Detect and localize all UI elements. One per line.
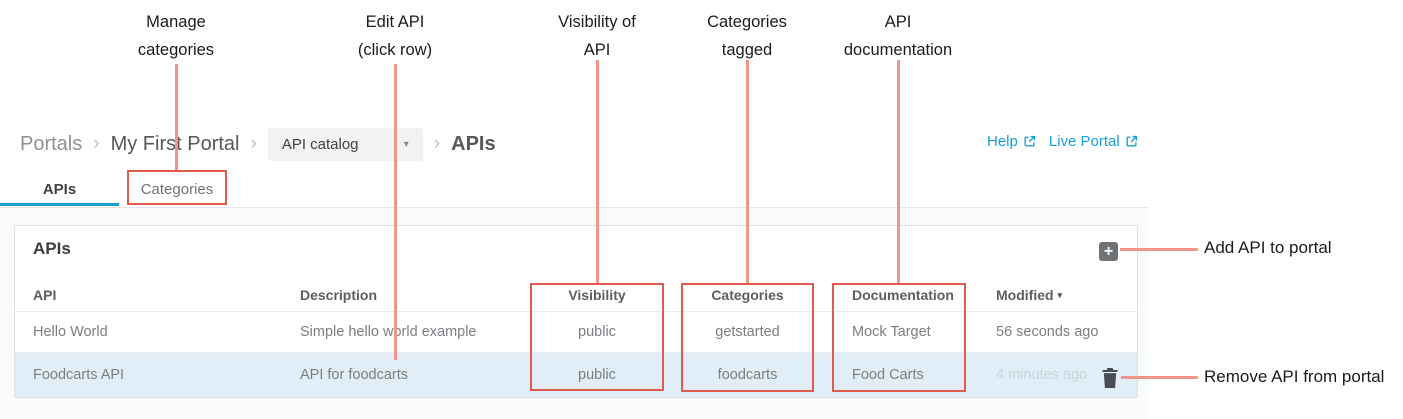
- column-header-categories[interactable]: Categories: [711, 286, 784, 303]
- catalog-dropdown-value: API catalog: [281, 135, 359, 153]
- callout-line-visibility: [596, 60, 599, 283]
- header-links: Help Live Portal: [987, 133, 1138, 150]
- trash-icon[interactable]: [1100, 366, 1120, 390]
- cell-visibility: public: [578, 324, 616, 340]
- callout-line-add-api: [1120, 248, 1198, 251]
- callout-label-categories-tagged: Categories tagged: [642, 8, 852, 64]
- callout-box-categories-column: [681, 283, 814, 392]
- external-link-icon: [1024, 135, 1035, 147]
- callout-text: tagged: [721, 41, 773, 59]
- help-link[interactable]: Help: [987, 133, 1036, 150]
- catalog-dropdown[interactable]: API catalog ▾: [267, 127, 423, 161]
- table-header-row: API Description Visibility Categories Do…: [15, 278, 1137, 312]
- cell-description: API for foodcarts: [300, 367, 408, 383]
- callout-box-documentation-column: [832, 283, 966, 392]
- cell-api: Hello World: [33, 324, 108, 340]
- callout-text: API: [583, 41, 611, 59]
- callout-line-documentation: [897, 60, 900, 283]
- breadcrumb-portals[interactable]: Portals: [20, 132, 83, 155]
- chevron-right-icon: ›: [433, 133, 441, 154]
- cell-visibility: public: [578, 367, 616, 383]
- column-header-modified[interactable]: Modified▾: [980, 287, 1137, 303]
- chevron-down-icon: ▾: [403, 138, 409, 150]
- plus-icon: +: [1103, 242, 1114, 260]
- callout-label-edit-api: Edit API (click row): [290, 8, 500, 64]
- callout-text: documentation: [843, 41, 953, 59]
- chevron-right-icon: ›: [93, 133, 100, 154]
- callout-text: API: [884, 13, 912, 31]
- chevron-right-icon: ›: [250, 133, 257, 154]
- column-header-description[interactable]: Description: [300, 286, 378, 303]
- breadcrumb: Portals › My First Portal › API catalog …: [20, 127, 496, 161]
- callout-text: Visibility of: [558, 13, 636, 31]
- callout-text: (click row): [357, 41, 433, 59]
- callout-label-remove-api: Remove API from portal: [1204, 367, 1385, 386]
- callout-line-manage-categories: [175, 64, 178, 170]
- callout-text: Edit API: [365, 13, 425, 31]
- cell-categories: foodcarts: [717, 367, 778, 383]
- cell-documentation: Mock Target: [852, 324, 931, 340]
- tab-apis[interactable]: APIs: [42, 180, 77, 198]
- tab-categories[interactable]: Categories: [140, 180, 214, 198]
- callout-label-visibility: Visibility of API: [492, 8, 702, 64]
- callout-text: Manage: [146, 13, 206, 31]
- callout-text: Categories: [707, 13, 787, 31]
- cell-modified: 4 minutes ago: [996, 367, 1088, 383]
- sort-descending-icon: ▾: [1057, 289, 1063, 300]
- callout-line-edit-api: [394, 64, 397, 360]
- callout-box-visibility-column: [530, 283, 664, 391]
- cell-api: Foodcarts API: [33, 367, 125, 383]
- help-link-label: Help: [987, 133, 1018, 150]
- external-link-icon: [1126, 135, 1137, 147]
- live-portal-link-label: Live Portal: [1048, 133, 1120, 150]
- active-tab-underline: [0, 203, 119, 206]
- breadcrumb-current-apis: APIs: [451, 132, 496, 155]
- live-portal-link[interactable]: Live Portal: [1049, 133, 1138, 150]
- cell-modified: 56 seconds ago: [996, 324, 1099, 340]
- callout-label-manage-categories: Manage categories: [71, 8, 281, 64]
- callout-box-categories-tab: [127, 170, 227, 205]
- panel-title: APIs: [33, 239, 71, 258]
- cell-categories: getstarted: [715, 324, 780, 340]
- callout-line-categories: [746, 60, 749, 283]
- callout-text: categories: [137, 41, 215, 59]
- column-header-modified-label: Modified: [996, 286, 1054, 303]
- cell-documentation: Food Carts: [852, 367, 924, 383]
- add-api-button[interactable]: +: [1099, 242, 1118, 261]
- table-row[interactable]: Hello World Simple hello world example p…: [15, 312, 1137, 353]
- apis-panel: APIs + API Description Visibility Catego…: [14, 225, 1138, 398]
- column-header-visibility[interactable]: Visibility: [568, 286, 626, 303]
- column-header-api[interactable]: API: [33, 286, 57, 303]
- callout-label-add-api: Add API to portal: [1204, 238, 1332, 257]
- column-header-documentation[interactable]: Documentation: [852, 286, 954, 303]
- callout-label-api-documentation: API documentation: [793, 8, 1003, 64]
- callout-line-remove-api: [1121, 376, 1198, 379]
- cell-description: Simple hello world example: [300, 324, 477, 340]
